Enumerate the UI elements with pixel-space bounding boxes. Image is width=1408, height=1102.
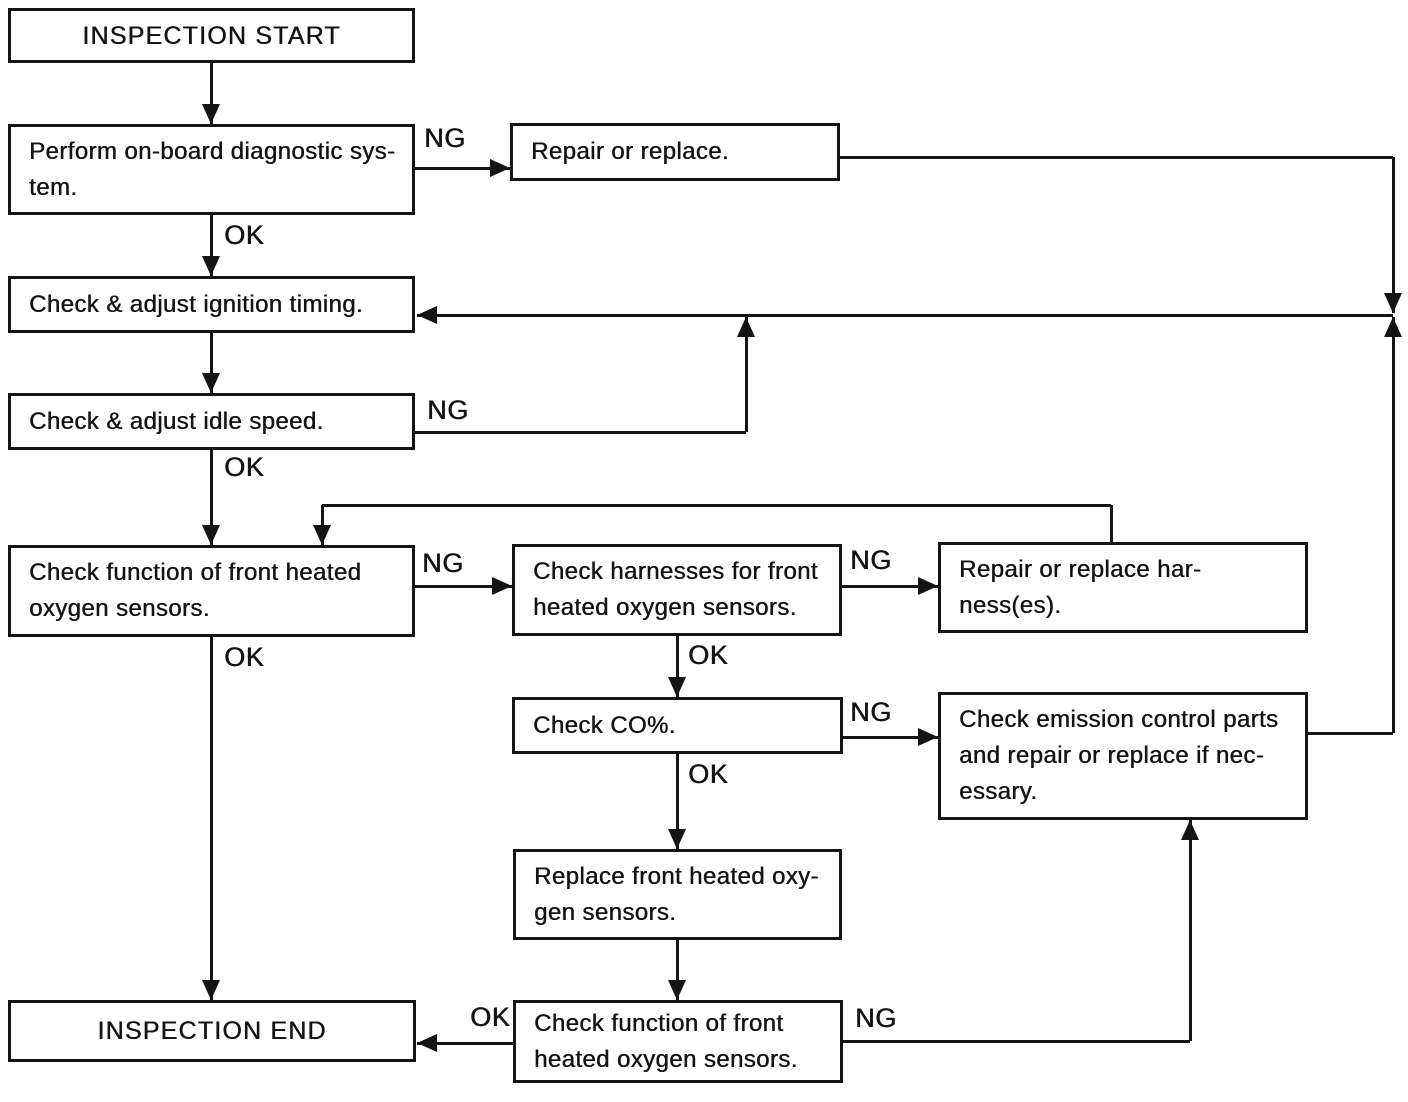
node-check-function-front-o2-sensors-1: Check function of front heated oxygen sen… bbox=[8, 545, 415, 637]
line-segment-idle-ng-to-return-line bbox=[744, 317, 748, 432]
node-replace-front-o2-sensors-text: Replace front heated oxy- bbox=[534, 862, 819, 890]
node-check-harnesses-front-o2-text: heated oxygen sensors. bbox=[533, 594, 797, 621]
label-ng-obd: NG bbox=[424, 123, 466, 153]
node-check-adjust-idle-speed: Check & adjust idle speed. bbox=[8, 393, 415, 450]
arrowhead-rail-return-to-ignition bbox=[417, 306, 437, 324]
node-check-harnesses-front-o2-text: Check harnesses for front bbox=[533, 558, 818, 585]
node-check-function-front-o2-sensors-2-text: Check function of front bbox=[534, 1009, 784, 1037]
node-check-function-front-o2-sensors-1-text: oxygen sensors. bbox=[29, 595, 210, 622]
line-segment-harnesses-ng-to-repair-harness bbox=[842, 584, 938, 588]
node-repair-or-replace-text: Repair or replace. bbox=[531, 138, 729, 165]
line-segment-co-ng-to-emission bbox=[843, 735, 938, 739]
line-segment-ignition-to-idle bbox=[209, 333, 213, 393]
arrowhead-co-ok-to-replace bbox=[668, 829, 686, 849]
line-segment-emission-to-right-rail bbox=[1308, 731, 1393, 735]
node-replace-front-o2-sensors-text: gen sensors. bbox=[534, 898, 677, 926]
line-segment-co-ok-to-replace bbox=[675, 754, 679, 849]
arrowhead-harnesses-ng-to-repair-harness bbox=[918, 577, 938, 595]
node-perform-on-board-diagnostic-text: tem. bbox=[29, 173, 78, 201]
node-perform-on-board-diagnostic-text: Perform on-board diagnostic sys- bbox=[29, 137, 396, 165]
node-replace-front-o2-sensors: Replace front heated oxy-gen sensors. bbox=[513, 849, 842, 940]
line-segment-check-function-1-ng-to-harnesses bbox=[415, 584, 512, 588]
line-segment-perform-ok-to-ignition bbox=[209, 215, 213, 276]
node-check-emission-control-parts-text: essary. bbox=[959, 778, 1038, 805]
line-segment-idle-ng-to-return-line bbox=[415, 430, 746, 434]
arrowhead-harnesses-ok-to-co bbox=[668, 677, 686, 697]
arrowhead-repair-harness-loop-to-check-function-1 bbox=[313, 525, 331, 545]
node-check-emission-control-parts-text: Check emission control parts bbox=[959, 706, 1279, 733]
arrowhead-co-ng-to-emission bbox=[918, 728, 938, 746]
arrowhead-idle-ok-to-check-function-1 bbox=[202, 525, 220, 545]
node-check-co-percent-text: Check CO%. bbox=[533, 711, 676, 739]
label-ok-idle: OK bbox=[224, 452, 265, 482]
arrowhead-check-function-2-ok-to-end bbox=[417, 1034, 437, 1052]
arrowhead-repair-to-right-rail bbox=[1384, 293, 1402, 313]
line-segment-repair-harness-loop-to-check-function-1 bbox=[1109, 505, 1113, 542]
line-segment-idle-ok-to-check-function-1 bbox=[209, 450, 213, 545]
node-repair-or-replace-harness-text: ness(es). bbox=[959, 591, 1062, 619]
line-segment-check-function-2-ng-to-emission bbox=[843, 1039, 1190, 1043]
line-segment-emission-to-right-rail bbox=[1391, 317, 1395, 733]
arrowhead-check-function-1-ok-to-end bbox=[202, 980, 220, 1000]
arrowhead-check-function-1-ng-to-harnesses bbox=[492, 577, 512, 595]
node-repair-or-replace: Repair or replace. bbox=[510, 123, 840, 181]
arrowhead-check-function-2-ng-to-emission bbox=[1181, 820, 1199, 840]
node-perform-on-board-diagnostic: Perform on-board diagnostic sys-tem. bbox=[8, 124, 415, 215]
line-segment-repair-harness-loop-to-check-function-1 bbox=[322, 503, 1111, 507]
line-segment-repair-to-right-rail bbox=[840, 155, 1393, 159]
label-ok-check-function-2: OK bbox=[470, 1002, 511, 1032]
label-ok-harness: OK bbox=[688, 640, 729, 670]
line-segment-harnesses-ok-to-co bbox=[675, 636, 679, 697]
line-segment-check-function-2-ok-to-end bbox=[417, 1041, 513, 1045]
node-check-co-percent: Check CO%. bbox=[512, 697, 843, 754]
arrowhead-idle-ng-to-return-line bbox=[737, 317, 755, 337]
line-segment-rail-return-to-ignition bbox=[417, 313, 1393, 317]
label-ng-check-function-1: NG bbox=[422, 548, 464, 578]
node-check-adjust-ignition-timing-text: Check & adjust ignition timing. bbox=[29, 290, 363, 318]
node-check-emission-control-parts-text: and repair or replace if nec- bbox=[959, 742, 1265, 769]
node-inspection-end-text: INSPECTION END bbox=[97, 1017, 327, 1045]
label-ng-co: NG bbox=[850, 697, 892, 727]
node-repair-or-replace-harness: Repair or replace har-ness(es). bbox=[938, 542, 1308, 633]
line-segment-replace-to-check-function-2 bbox=[675, 940, 679, 1000]
node-check-function-front-o2-sensors-2-text: heated oxygen sensors. bbox=[534, 1045, 798, 1073]
line-segment-check-function-1-ok-to-end bbox=[209, 637, 213, 1000]
node-check-function-front-o2-sensors-1-text: Check function of front heated bbox=[29, 559, 362, 586]
label-ok-check-function-1: OK bbox=[224, 642, 265, 672]
label-ok-co: OK bbox=[688, 759, 729, 789]
label-ng-idle: NG bbox=[427, 395, 469, 425]
line-segment-start-to-perform bbox=[209, 62, 213, 124]
label-ok-obd: OK bbox=[224, 220, 265, 250]
node-inspection-start-text: INSPECTION START bbox=[82, 21, 341, 50]
label-ng-harness: NG bbox=[850, 545, 892, 575]
line-segment-repair-to-right-rail bbox=[1391, 157, 1395, 313]
node-inspection-start: INSPECTION START bbox=[8, 8, 415, 63]
arrowhead-emission-to-right-rail bbox=[1384, 317, 1402, 337]
line-segment-check-function-2-ng-to-emission bbox=[1188, 820, 1192, 1041]
node-check-function-front-o2-sensors-2: Check function of front heated oxygen sen… bbox=[513, 1000, 843, 1083]
node-check-adjust-idle-speed-text: Check & adjust idle speed. bbox=[29, 407, 324, 435]
node-check-harnesses-front-o2: Check harnesses for front heated oxygen s… bbox=[512, 544, 842, 636]
arrowhead-perform-ng-to-repair bbox=[490, 159, 510, 177]
node-repair-or-replace-harness-text: Repair or replace har- bbox=[959, 555, 1202, 583]
arrowhead-replace-to-check-function-2 bbox=[668, 980, 686, 1000]
arrowhead-start-to-perform bbox=[202, 104, 220, 124]
line-segment-perform-ng-to-repair bbox=[415, 166, 510, 170]
node-check-adjust-ignition-timing: Check & adjust ignition timing. bbox=[8, 276, 415, 333]
node-check-emission-control-parts: Check emission control parts and repair o… bbox=[938, 692, 1308, 820]
label-ng-check-function-2: NG bbox=[855, 1003, 897, 1033]
node-inspection-end: INSPECTION END bbox=[8, 1000, 416, 1062]
arrowhead-ignition-to-idle bbox=[202, 373, 220, 393]
arrowhead-perform-ok-to-ignition bbox=[202, 256, 220, 276]
